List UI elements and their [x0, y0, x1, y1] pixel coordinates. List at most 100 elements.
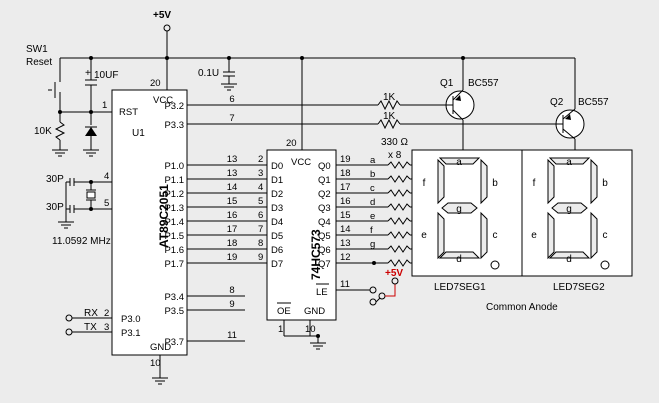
latch-74hc573: VCC 20 LE 11 OE GND 1 10 74HC573 D02D13D…: [258, 58, 403, 350]
mcu-x1-pin: 4: [104, 171, 109, 182]
mcu-pin-number: 13: [227, 168, 238, 179]
q1-ref: Q1: [440, 78, 454, 89]
segment-label: c: [603, 230, 608, 241]
segment-e: [437, 211, 445, 260]
latch-d-label: D0: [271, 161, 283, 172]
mcu-ref: U1: [132, 128, 145, 139]
segment-label: b: [492, 178, 498, 189]
latch-q-label: Q1: [318, 175, 331, 186]
transistor-q1: Q1 BC557: [440, 58, 499, 150]
le-supply-label: +5V: [385, 268, 403, 279]
segment-label: a: [456, 157, 462, 168]
latch-q-label: Q2: [318, 189, 331, 200]
latch-q-label: Q7: [318, 259, 331, 270]
mcu-pin-number: 13: [227, 154, 238, 165]
mcu-pin-number: 9: [229, 299, 234, 310]
latch-name: 74HC573: [309, 229, 323, 280]
mcu-pin-number: 18: [227, 238, 238, 249]
crystal-circuit: 30P 30P 11.0592 MHz: [46, 174, 112, 247]
segment-net-label: b: [370, 169, 375, 180]
segment-net-label: d: [370, 197, 375, 208]
mcu-pin-number: 7: [229, 113, 234, 124]
latch-d-number: 8: [258, 238, 263, 249]
crystal-cap2-label: 30P: [46, 202, 64, 213]
mcu-pin-number: 17: [227, 224, 238, 235]
mcu-pin-label: P1.4: [164, 217, 184, 228]
segment-net-label: f: [370, 225, 373, 236]
q2-part: BC557: [578, 97, 609, 108]
latch-d-number: 5: [258, 196, 263, 207]
latch-le-pin: 11: [340, 279, 350, 290]
latch-d-label: D5: [271, 231, 283, 242]
mcu-pin-label: P1.7: [164, 259, 184, 270]
mcu-pin-label: P1.1: [164, 175, 184, 186]
segment-a: [438, 157, 481, 165]
segment-b: [590, 158, 598, 205]
segment-d: [438, 251, 481, 259]
latch-vcc-pin: 20: [286, 138, 297, 149]
latch-q-label: Q5: [318, 231, 331, 242]
mcu-name: AT89C2051: [157, 184, 171, 248]
reset-switch-ref: SW1: [26, 44, 48, 55]
mcu-pin-number: 14: [227, 182, 238, 193]
ground-reset-diode: [83, 149, 99, 157]
latch-d-label: D6: [271, 245, 283, 256]
segment-c: [590, 211, 598, 260]
crystal-freq-label: 11.0592 MHz: [52, 236, 111, 247]
mcu-pin-number: 6: [229, 94, 234, 105]
mcu-x2-pin: 5: [104, 198, 109, 209]
latch-d-number: 3: [258, 168, 263, 179]
latch-le-label: LE: [316, 287, 328, 298]
reset-cap-label: 10UF: [94, 70, 118, 81]
vcc-rail: +5V: [60, 10, 575, 90]
latch-d-label: D2: [271, 189, 283, 200]
latch-q-number: 14: [340, 224, 351, 235]
reset-circuit: SW1 Reset 10UF + 10K: [26, 44, 118, 157]
segment-label: d: [456, 254, 462, 265]
segment-f: [437, 158, 445, 205]
svg-text:+: +: [85, 68, 91, 79]
mcu-right-pins: P3.26P3.37P1.013P1.113P1.214P1.315P1.416…: [164, 94, 245, 348]
uart-net-label: RX: [84, 308, 98, 319]
seg-res-mult: x 8: [388, 150, 402, 161]
mcu-pin-label: P1.3: [164, 203, 184, 214]
latch-gnd-label: GND: [304, 306, 325, 317]
q1-part: BC557: [468, 78, 499, 89]
ground-reset-res: [52, 149, 68, 157]
segment-b: [480, 158, 488, 205]
mcu-pin-label: P3.0: [121, 314, 141, 325]
latch-q-number: 16: [340, 196, 351, 207]
latch-d-number: 2: [258, 154, 263, 165]
segment-d: [548, 251, 591, 259]
mcu-pin-label: P1.2: [164, 189, 184, 200]
segment-g: [551, 202, 588, 214]
display-2-label: LED7SEG2: [553, 282, 605, 293]
decoupling-cap-label: 0.1U: [198, 68, 219, 79]
segment-label: g: [456, 204, 462, 215]
mcu-pin-label: P1.6: [164, 245, 184, 256]
mcu-pin-number: 3: [104, 322, 109, 333]
latch-q-label: Q0: [318, 161, 331, 172]
decoupling-cap: 0.1U: [198, 58, 237, 91]
latch-q-number: 15: [340, 210, 351, 221]
latch-q-label: Q6: [318, 245, 331, 256]
mcu-at89c2051: U1 VCC RST GND 20 1 4 5 10 AT89C2051 P3.…: [65, 78, 245, 385]
mcu-pin-label: P1.5: [164, 231, 184, 242]
segment-label: d: [566, 254, 572, 265]
latch-d-number: 6: [258, 210, 263, 221]
mcu-pin-number: 11: [227, 330, 237, 341]
decimal-point: [600, 260, 610, 270]
latch-d-number: 4: [258, 182, 263, 193]
mcu-pin-number: 2: [104, 308, 109, 319]
transistor-q2: Q2 BC557: [550, 58, 609, 150]
segment-label: e: [531, 230, 537, 241]
seg-res-label: 330 Ω: [381, 137, 408, 148]
mcu-pin-label: P3.1: [121, 328, 141, 339]
segment-a: [548, 157, 591, 165]
